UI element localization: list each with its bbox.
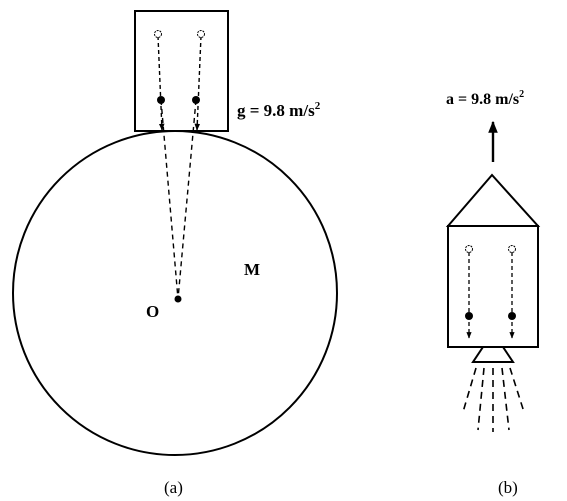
left-fall-path-a (157, 35, 165, 131)
earth-circle (12, 130, 338, 456)
right-start-ball-b (508, 245, 516, 253)
left-ball-b (465, 312, 473, 320)
left-start-ball-a (154, 30, 162, 38)
accel-label: a = 9.8 m/s2 (446, 89, 524, 108)
left-converge-line (160, 99, 179, 300)
rocket-nose-cone (445, 173, 541, 227)
figure-b: a = 9.8 m/s2 (b) (445, 89, 541, 497)
right-start-ball-a (197, 30, 205, 38)
gravity-label: g = 9.8 m/s2 (237, 100, 321, 120)
right-converge-line (177, 99, 197, 300)
rocket-body (447, 225, 539, 348)
rocket-nozzle (471, 346, 515, 363)
exhaust-plume (462, 367, 525, 432)
center-label: O (146, 302, 159, 321)
right-fall-path-a (194, 35, 202, 131)
caption-b: (b) (498, 478, 518, 497)
figure-a: O M g = 9.8 m/s2 (a) (12, 10, 338, 497)
lab-box-a (134, 10, 229, 132)
caption-a: (a) (164, 478, 183, 497)
left-start-ball-b (465, 245, 473, 253)
center-point-o (174, 295, 182, 303)
right-ball-b (508, 312, 516, 320)
mass-label: M (244, 260, 260, 279)
